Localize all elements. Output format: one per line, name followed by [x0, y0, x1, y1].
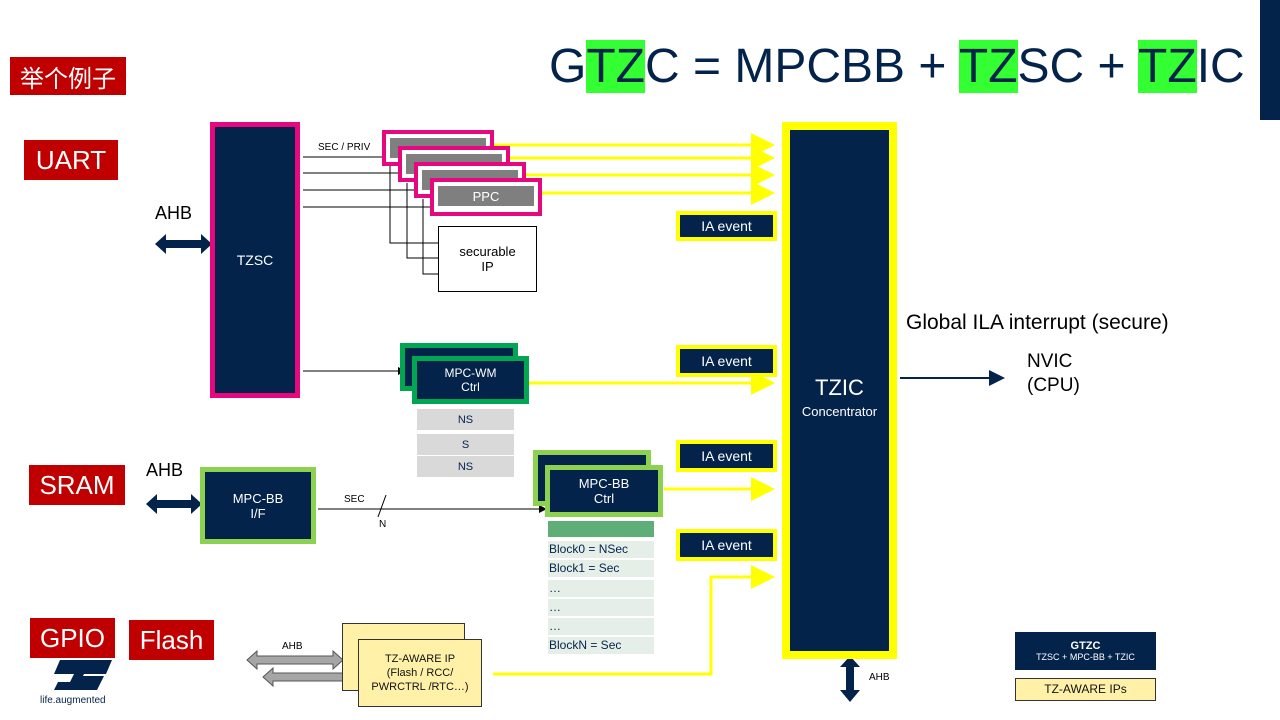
- global-ila-label: Global ILA interrupt (secure): [906, 311, 1169, 334]
- ia-event-1: IA event: [676, 211, 777, 241]
- bb-block-row: …: [548, 618, 654, 635]
- flash-label: Flash: [129, 620, 214, 660]
- tzsc-block: TZSC: [210, 122, 300, 398]
- mpc-bb-if: MPC-BB I/F: [200, 467, 316, 544]
- ppc-block: PPC: [430, 178, 542, 216]
- tzic-concentrator: TZIC Concentrator: [782, 122, 897, 659]
- tzic-subtitle: Concentrator: [801, 404, 878, 419]
- n-label: N: [379, 519, 387, 530]
- wm-region-1: NS: [417, 409, 514, 430]
- legend-gtzc-sub: TZSC + MPC-BB + TZIC: [1036, 652, 1135, 662]
- ahb-double-arrow-sram: [146, 494, 202, 514]
- corner-bar: [1260, 0, 1280, 120]
- legend-gtzc-title: GTZC: [1070, 640, 1101, 652]
- ahb-double-arrow-tzic: [840, 656, 860, 702]
- bb-block-row: Block0 = NSec: [548, 541, 654, 558]
- ahb-tzic-label: AHB: [869, 672, 890, 683]
- bb-block-header: [548, 521, 654, 537]
- legend-tz-aware: TZ-AWARE IPs: [1015, 678, 1156, 701]
- bb-block-row: BlockN = Sec: [548, 637, 654, 654]
- example-tag: 举个例子: [10, 57, 126, 95]
- page-title: GTZC = MPCBB + TZSC + TZIC: [549, 40, 1245, 93]
- tzic-title: TZIC: [815, 375, 864, 400]
- ahb-label-sram: AHB: [146, 460, 184, 480]
- sec-priv-label: SEC / PRIV: [318, 142, 371, 153]
- sec-label: SEC: [344, 494, 365, 505]
- bb-block-row: Block1 = Sec: [548, 560, 654, 577]
- bb-block-row: …: [548, 599, 654, 616]
- st-logo: [48, 660, 112, 690]
- brand-tagline: life.augmented: [40, 695, 106, 706]
- tzsc-label: TZSC: [236, 252, 274, 268]
- securable-ip-box: securable IP: [438, 226, 537, 292]
- ia-event-4: IA event: [676, 529, 777, 561]
- ia-event-2: IA event: [676, 345, 777, 377]
- sram-label: SRAM: [29, 465, 125, 505]
- mpc-wm-ctrl: MPC-WM Ctrl: [412, 356, 529, 404]
- legend-gtzc: GTZC TZSC + MPC-BB + TZIC: [1015, 632, 1156, 670]
- wm-region-2: S: [417, 434, 514, 455]
- ia-event-3: IA event: [676, 440, 777, 472]
- bb-block-row: …: [548, 580, 654, 597]
- ahb-grey-label: AHB: [282, 641, 303, 652]
- tz-aware-ip: TZ-AWARE IP (Flash / RCC/ PWRCTRL /RTC…): [358, 639, 482, 707]
- uart-label: UART: [24, 140, 118, 180]
- mpc-bb-ctrl: MPC-BB Ctrl: [545, 465, 663, 517]
- nvic-label: NVIC (CPU): [1027, 351, 1080, 396]
- gpio-label: GPIO: [30, 618, 115, 658]
- wm-region-3: NS: [417, 456, 514, 477]
- ahb-label-uart: AHB: [155, 203, 193, 223]
- ppc-label: PPC: [438, 186, 534, 206]
- ahb-double-arrow-uart: [155, 234, 212, 254]
